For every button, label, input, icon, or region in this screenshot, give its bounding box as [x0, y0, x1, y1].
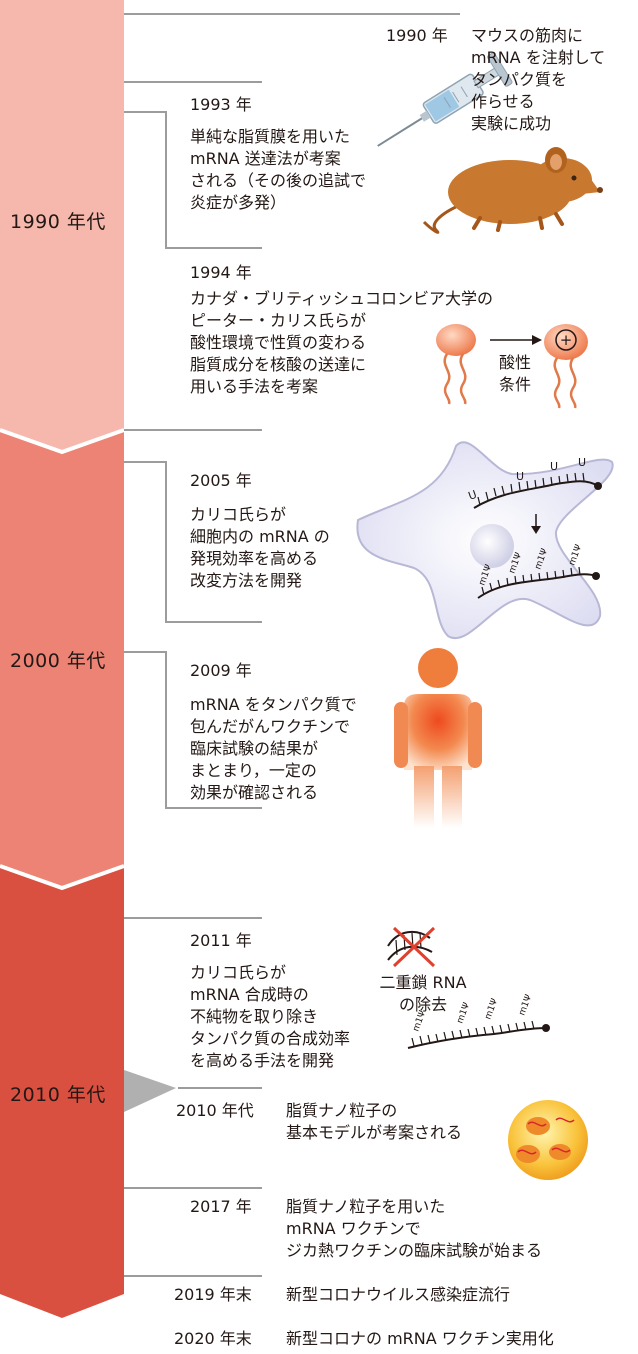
plus-sign: + — [560, 331, 573, 349]
event-text-2005: カリコ氏らが 細胞内の mRNA の 発現効率を高める 改変方法を開発 — [190, 505, 330, 590]
acid-condition-label: 酸性 条件 — [498, 353, 531, 394]
decade-band-1990s — [0, 0, 124, 452]
dsrna-removal-label: 二重鎖 RNA の除去 — [379, 973, 467, 1014]
event-text-2011: カリコ氏らが mRNA 合成時の 不純物を取り除き タンパク質の合成効率 を高め… — [190, 963, 351, 1070]
decade-label-2000s: 2000 年代 — [10, 650, 106, 672]
decade-label-2010s: 2010 年代 — [10, 1084, 106, 1106]
event-year-2005: 2005 年 — [190, 471, 252, 490]
event-year-2019: 2019 年末 — [174, 1285, 252, 1304]
arrow-icon — [490, 335, 542, 345]
m1psi-label: m1Ψ — [517, 993, 534, 1017]
event-text-1994: カナダ・ブリティッシュコロンビア大学の ピーター・カリス氏らが 酸性環境で性質の… — [190, 289, 494, 396]
decade-label-1990s: 1990 年代 — [10, 211, 106, 233]
syringe-icon — [377, 52, 513, 147]
event-text-1993: 単純な脂質膜を用いた mRNA 送達法が考案 される（その後の追試で 炎症が多発… — [190, 127, 367, 212]
uridine-label: U — [550, 460, 558, 473]
event-year-2009: 2009 年 — [190, 661, 252, 680]
event-year-1994: 1994 年 — [190, 263, 252, 282]
charged-lipid-particle-icon: + — [544, 324, 588, 409]
event-text-2019: 新型コロナウイルス感染症流行 — [286, 1285, 511, 1304]
lipid-particle-icon — [436, 324, 476, 405]
event-text-2010s: 脂質ナノ粒子の 基本モデルが考案される — [286, 1101, 463, 1142]
event-year-2011: 2011 年 — [190, 931, 252, 950]
m1psi-label: m1Ψ — [567, 543, 584, 567]
event-text-2009: mRNA をタンパク質で 包んだがんワクチンで 臨床試験の結果が まとまり，一定… — [190, 695, 357, 802]
event-year-2020: 2020 年末 — [174, 1329, 252, 1348]
human-icon — [394, 648, 482, 828]
event-text-2020: 新型コロナの mRNA ワクチン実用化 — [286, 1329, 554, 1348]
cell-icon: U U U U m1Ψ m1Ψ m1Ψ m1Ψ — [356, 441, 614, 640]
event-text-1990: マウスの筋肉に mRNA を注射して タンパク質を 作らせる 実験に成功 — [471, 26, 606, 133]
uridine-label: U — [516, 470, 524, 483]
event-year-1993: 1993 年 — [190, 95, 252, 114]
crossed-dsrna-icon — [387, 926, 436, 968]
mouse-icon — [422, 147, 603, 234]
decade-band-2010s — [0, 866, 124, 1318]
timeline-connectors — [124, 13, 460, 1277]
event-text-2017: 脂質ナノ粒子を用いた mRNA ワクチンで ジカ熱ワクチンの臨床試験が始まる — [286, 1197, 543, 1260]
event-year-1990: 1990 年 — [386, 26, 448, 45]
event-year-2010s: 2010 年代 — [176, 1101, 254, 1120]
event-year-2017: 2017 年 — [190, 1197, 252, 1216]
decade-fan-2010s — [124, 1070, 176, 1112]
lipid-nanoparticle-icon — [508, 1100, 588, 1180]
decade-band-2000s — [0, 430, 124, 888]
uridine-label: U — [578, 456, 586, 469]
